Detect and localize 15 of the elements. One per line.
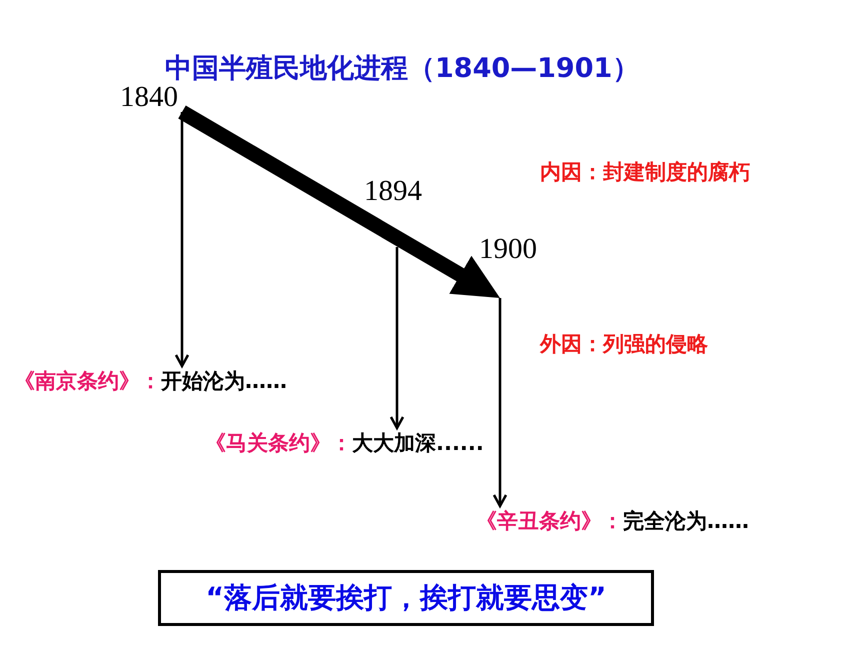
cause-note: 外因：列强的侵略 (540, 331, 708, 358)
cause-note: 内因：封建制度的腐朽 (540, 159, 750, 186)
year-label: 1894 (364, 176, 422, 208)
treaty-effect: 完全沦为…… (623, 508, 749, 535)
thick-arrow (178, 106, 500, 298)
treaty-effect: 大大加深...... (352, 430, 484, 457)
treaty-name: 《辛丑条约》： (476, 508, 623, 535)
treaty-effect: 开始沦为…… (161, 368, 287, 395)
arrow (390, 247, 404, 430)
treaty-name: 《南京条约》： (14, 368, 161, 395)
year-label: 1900 (479, 234, 537, 266)
arrow (174, 112, 190, 368)
treaty-name: 《马关条约》： (205, 430, 352, 457)
quote-box: “落后就要挨打，挨打就要思变” (158, 570, 654, 626)
arrow (492, 298, 508, 508)
